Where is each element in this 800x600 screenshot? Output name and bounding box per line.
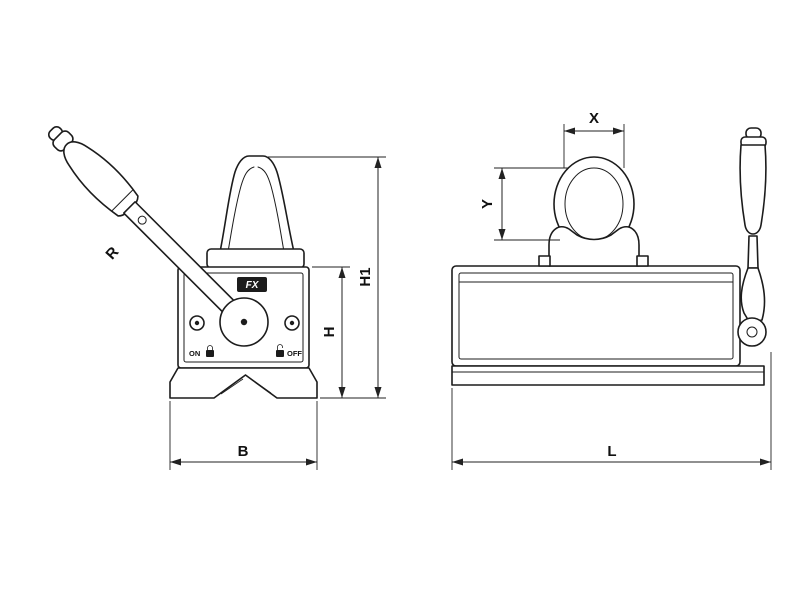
front-body-inner-line bbox=[183, 272, 304, 363]
side-handle bbox=[737, 127, 767, 347]
screw-right-dot bbox=[289, 320, 295, 326]
front-hoist-eye-inner-line bbox=[227, 166, 285, 253]
handle-grip-band bbox=[111, 189, 134, 212]
front-top-plate bbox=[206, 248, 305, 269]
lock-open-icon bbox=[276, 350, 284, 357]
dimensions-layer: H1 H B X Y bbox=[169, 110, 772, 470]
dimension-r-label: R bbox=[102, 244, 122, 264]
on-label: ON bbox=[189, 349, 200, 358]
ring-clevis-mount bbox=[548, 226, 640, 267]
brand-plate bbox=[237, 277, 267, 292]
side-body-inner-line bbox=[458, 272, 734, 360]
lock-open-shackle bbox=[277, 344, 283, 350]
front-hoist-eye bbox=[219, 155, 295, 253]
dimension-h-label: H bbox=[321, 327, 338, 338]
dimension-h1: H1 bbox=[268, 156, 386, 399]
dimension-y: Y bbox=[479, 167, 568, 241]
side-handle-grip bbox=[739, 144, 767, 235]
dimension-b-label: B bbox=[238, 443, 249, 460]
side-view bbox=[451, 127, 767, 386]
side-bottom-plate bbox=[451, 365, 765, 386]
dimension-y-label: Y bbox=[479, 199, 496, 209]
side-handle-knob bbox=[737, 317, 767, 347]
side-handle-knob-center bbox=[746, 326, 758, 338]
handle-assembly bbox=[47, 125, 251, 329]
off-indicator: OFF bbox=[276, 344, 302, 358]
handle-grip bbox=[63, 141, 139, 217]
brand-logo-text: FX bbox=[246, 280, 260, 291]
dimension-l-label: L bbox=[607, 443, 616, 460]
side-body bbox=[451, 265, 741, 367]
dimension-l: L bbox=[451, 352, 772, 470]
dimension-b: B bbox=[169, 401, 318, 470]
pivot-center-dot bbox=[240, 318, 248, 326]
dimension-x-label: X bbox=[589, 110, 599, 127]
side-handle-neck bbox=[747, 235, 759, 269]
groove-hatch-lines bbox=[220, 378, 272, 395]
handle-pin-hole bbox=[137, 215, 147, 225]
lock-closed-icon bbox=[206, 350, 214, 357]
side-handle-arm bbox=[740, 267, 766, 324]
off-label: OFF bbox=[287, 349, 302, 358]
on-indicator: ON bbox=[189, 345, 214, 358]
dimension-x: X bbox=[563, 110, 625, 168]
clevis-foot-right bbox=[636, 255, 649, 267]
clevis-foot-left bbox=[538, 255, 551, 267]
dimension-h: H bbox=[312, 266, 350, 398]
dimension-h1-label: H1 bbox=[357, 267, 374, 286]
screw-left-dot bbox=[194, 320, 200, 326]
lock-closed-shackle bbox=[207, 345, 213, 350]
v-groove-base bbox=[169, 367, 318, 399]
front-view: R FX ON OFF bbox=[47, 125, 318, 399]
